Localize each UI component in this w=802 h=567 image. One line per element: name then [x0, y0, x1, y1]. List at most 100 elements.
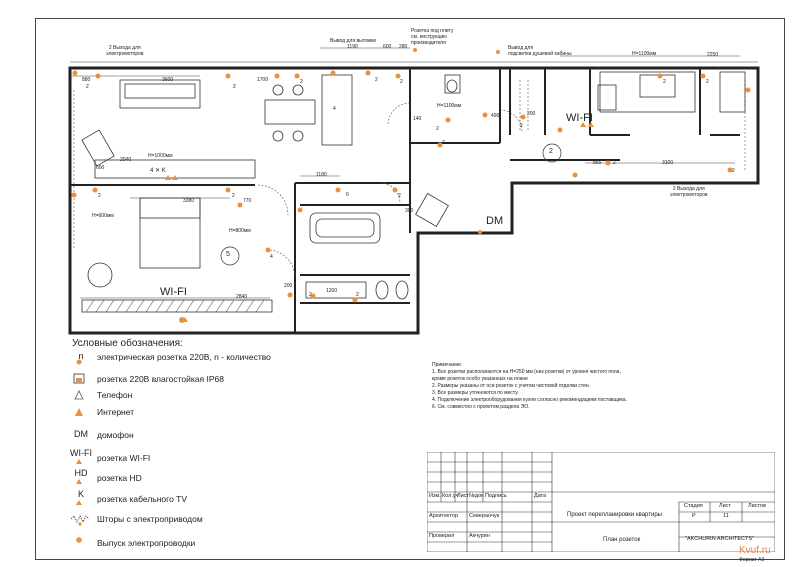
dim-200: 200: [284, 283, 293, 289]
height-label-bedroom: Н=1100мм: [632, 51, 657, 57]
floor-socket-callout: Розетка под плиту см. инструкцию произво…: [411, 28, 454, 46]
wifi-label-hall: WI-FI: [566, 112, 593, 124]
tb-sheet-label: Лист: [719, 503, 731, 509]
outlet-count: 2: [436, 126, 439, 132]
dim-200b: 200: [527, 111, 536, 117]
dim-300: 300: [405, 208, 414, 214]
legend-item: DM домофон: [70, 428, 330, 442]
outlet-count: 4: [270, 254, 273, 260]
outlet-icon: n: [70, 350, 92, 365]
height-label-800: Н=800мм: [229, 228, 251, 234]
outlet-count: 2: [98, 193, 101, 199]
legend-symbol: K: [77, 489, 84, 499]
tb-checked-label: Проверил: [429, 533, 455, 539]
note-line: 6. См. совместно с проектом раздела ЭО.: [432, 404, 530, 410]
tb-stage-label: Стадия: [684, 503, 703, 509]
outlet-count: 2: [375, 77, 378, 83]
tb-col-izm: Изм.: [429, 493, 441, 499]
tb-stage: Р: [692, 513, 696, 519]
tb-architect-name: Северанчук: [469, 513, 500, 519]
intercom-label: DM: [486, 215, 504, 227]
legend-item: WI-FI розетка WI-FI: [70, 447, 330, 465]
legend-text: розетка 220В влагостойкая IP68: [97, 374, 224, 384]
outlet-count: 6: [346, 192, 349, 198]
dim-2840: 2840: [236, 294, 248, 300]
legend-text: розетка HD: [97, 473, 142, 483]
tb-col-kol: Кол.уч: [442, 493, 459, 499]
outlet-count: 2: [613, 160, 616, 166]
note-line: 3. Все размеры уточняются по месту.: [432, 390, 519, 396]
wiring-outlet-icon: [70, 536, 92, 550]
drawing-frame: [35, 18, 785, 560]
outlet-count: 2: [86, 84, 89, 90]
legend-text: электрическая розетка 220В, n - количест…: [97, 352, 271, 362]
legend-item: HD розетка HD: [70, 467, 330, 485]
room-number-2: 2: [549, 148, 553, 155]
dim-2040: 2040: [120, 157, 132, 163]
tb-checked-name: Акчурин: [469, 533, 490, 539]
dim-600b: 600: [96, 165, 105, 171]
note-line: 4. Подключение электрооборудования кухни…: [432, 397, 627, 403]
dim-280: 280: [399, 44, 408, 50]
furniture: [81, 71, 746, 300]
dimension-lines: [70, 47, 758, 299]
watermark: Kvuf.ru: [739, 545, 771, 556]
room-circles: [220, 143, 562, 266]
outlet-count: 2: [400, 79, 403, 85]
hood-callout: Вывод для вытяжки: [330, 38, 377, 44]
internet-triangle-icon: [70, 405, 92, 419]
tb-sheet-name: План розеток: [603, 537, 641, 543]
dim-770: 770: [243, 198, 252, 204]
dim-490: 490: [491, 113, 500, 119]
dim-865: 865: [593, 160, 602, 166]
legend-item: Выпуск электропроводки: [70, 536, 330, 550]
note-line: 2. Размеры указаны от оси розеток с учет…: [432, 383, 591, 389]
motor-curtain-icon: [70, 512, 92, 526]
legend-item: Телефон: [70, 388, 330, 402]
triangle-markers: [165, 122, 594, 322]
note-line: 1. Все розетки располагаются на Н=250 мм…: [432, 369, 621, 375]
legend-item: Шторы с электроприводом: [70, 512, 330, 526]
phone-triangle-icon: [70, 388, 92, 402]
title-block: Изм. Кол.уч Лист №док Подпись Дата Архит…: [427, 452, 775, 552]
legend-text: Интернет: [97, 407, 135, 417]
wifi-label-bedroom: WI-FI: [160, 286, 187, 298]
outlet-count: 2: [520, 123, 523, 129]
tb-col-list: Лист: [457, 493, 469, 499]
title-block-grid: [427, 452, 775, 552]
outlet-count: 2: [398, 193, 401, 199]
dim-1180: 1180: [316, 172, 327, 178]
intercom-icon: DM: [74, 429, 88, 439]
legend-text: розетка кабельного TV: [97, 494, 188, 504]
legend-text: розетка WI-FI: [97, 453, 151, 463]
legend-symbol: HD: [74, 468, 88, 478]
legend-item: розетка 220В влагостойкая IP68: [70, 372, 330, 386]
outlet-count: 2: [732, 168, 735, 174]
dim-1700: 1700: [257, 77, 269, 83]
tb-sheets-label: Листов: [748, 503, 766, 509]
height-label-bath: Н=1100мм: [437, 103, 462, 109]
note-line: кроме розеток особо указанных на плане: [432, 376, 528, 382]
door-swings: [257, 102, 523, 279]
legend-symbol: WI-FI: [70, 448, 92, 458]
outlet-count: 2: [663, 79, 666, 85]
outlet-count: 2: [442, 140, 445, 146]
notes-block: Примечание. 1. Все розетки располагаются…: [432, 362, 692, 411]
dim-3100: 3100: [662, 160, 674, 166]
dim-3380: 3380: [183, 198, 195, 204]
tb-sheet: 11: [723, 513, 729, 519]
outlet-count: 2: [706, 79, 709, 85]
dim-600: 600: [383, 44, 392, 50]
outputs-right-callout: 2 Выхода для электромоторов: [670, 186, 708, 198]
outputs-left-callout: 2 Выхода для электромоторов: [106, 45, 144, 57]
legend-item: n электрическая розетка 220В, n - количе…: [70, 350, 330, 365]
tb-col-date: Дата: [534, 493, 547, 499]
dim-140: 140: [413, 116, 422, 122]
tb-company: "AKCHURIN ARCHITECTS": [685, 536, 754, 542]
legend-text: домофон: [97, 430, 134, 440]
dim-3600: 3600: [162, 77, 174, 83]
cable-tv-outlet-icon: K: [70, 488, 92, 505]
legend-symbol: n: [78, 351, 84, 361]
